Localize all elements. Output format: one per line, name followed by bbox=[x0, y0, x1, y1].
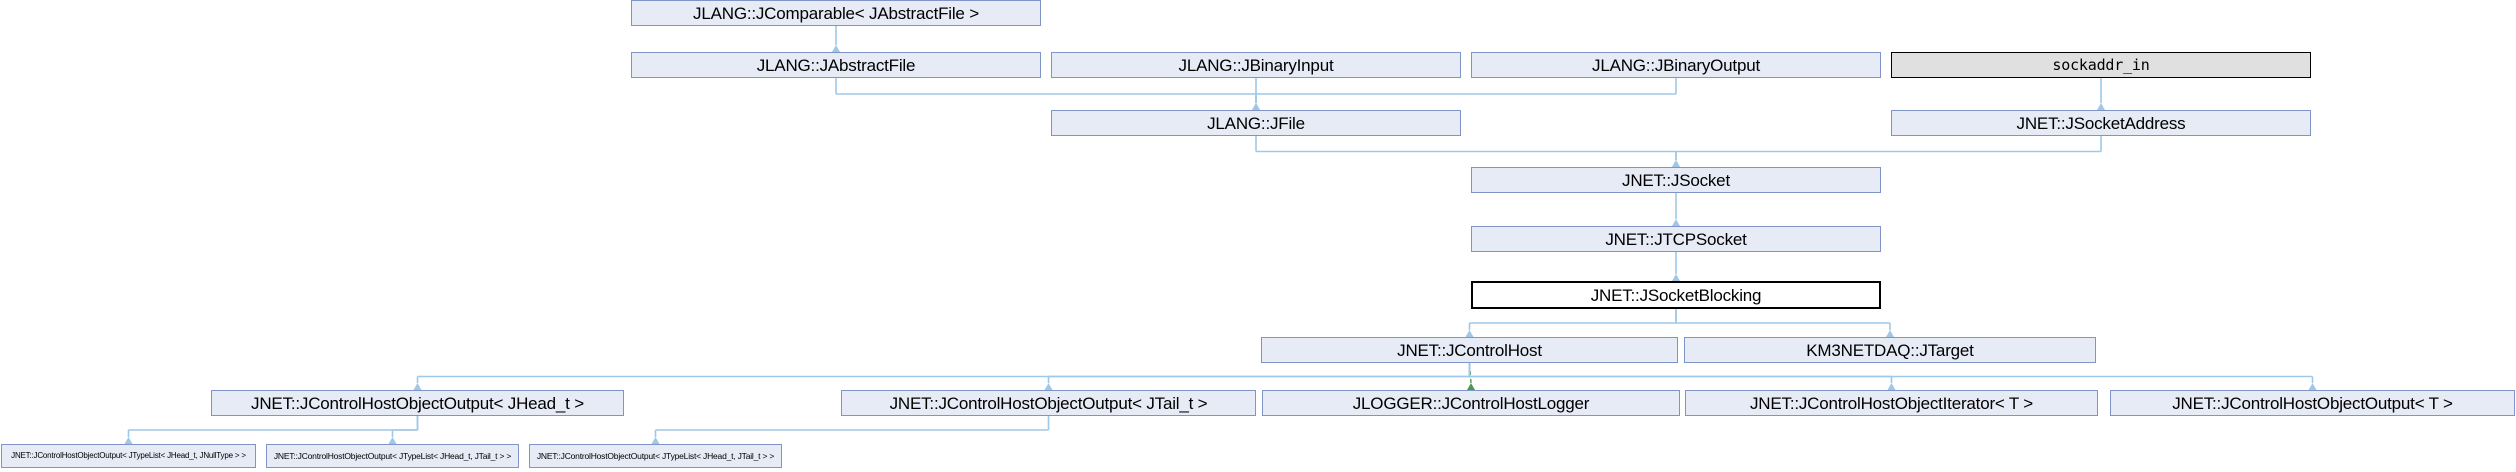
class-node-label: JNET::JControlHostObjectOutput< JTail_t … bbox=[889, 393, 1208, 413]
edge-segment bbox=[1468, 362, 1472, 384]
edge-arrowhead bbox=[1467, 383, 1475, 390]
class-node-jchoo_tl2[interactable]: JNET::JControlHostObjectOutput< JTypeLis… bbox=[529, 444, 782, 468]
edge-arrowhead bbox=[1672, 160, 1680, 167]
edge-arrowhead bbox=[1672, 274, 1680, 281]
class-node-jfile[interactable]: JLANG::JFile bbox=[1051, 110, 1461, 136]
class-node-label: JLANG::JComparable< JAbstractFile > bbox=[693, 3, 979, 23]
edge-arrowhead bbox=[1252, 103, 1260, 110]
class-node-label: JNET::JControlHostObjectOutput< JTypeLis… bbox=[536, 450, 775, 461]
class-node-jbinaryoutput[interactable]: JLANG::JBinaryOutput bbox=[1471, 52, 1881, 78]
class-node-label: JNET::JControlHostObjectOutput< JTypeLis… bbox=[273, 450, 512, 461]
class-node-jsocket[interactable]: JNET::JSocket bbox=[1471, 167, 1881, 193]
class-node-label: JNET::JSocket bbox=[1622, 170, 1730, 190]
edge-arrowhead bbox=[1887, 383, 1896, 390]
class-node-label: JLANG::JAbstractFile bbox=[756, 55, 916, 75]
edge-arrowhead bbox=[413, 383, 422, 390]
class-node-label: JNET::JControlHostObjectIterator< T > bbox=[1750, 393, 2033, 413]
edge-arrowhead bbox=[1252, 103, 1260, 110]
class-node-jabstractfile[interactable]: JLANG::JAbstractFile bbox=[631, 52, 1041, 78]
class-node-label: JLANG::JBinaryInput bbox=[1178, 55, 1334, 75]
edge-arrowhead bbox=[1672, 219, 1680, 226]
edge-arrowhead bbox=[1672, 160, 1680, 167]
class-node-jsocketaddress[interactable]: JNET::JSocketAddress bbox=[1891, 110, 2311, 136]
edge-arrowhead bbox=[832, 45, 840, 52]
class-node-jchoo_null[interactable]: JNET::JControlHostObjectOutput< JTypeLis… bbox=[1, 444, 256, 468]
class-node-label: JNET::JSocketAddress bbox=[2016, 113, 2186, 133]
class-node-label: JNET::JSocketBlocking bbox=[1590, 285, 1762, 305]
class-node-jchlogger[interactable]: JLOGGER::JControlHostLogger bbox=[1262, 390, 1680, 416]
class-node-jchoo_jtail[interactable]: JNET::JControlHostObjectOutput< JTail_t … bbox=[841, 390, 1256, 416]
edge-arrowhead bbox=[124, 437, 133, 444]
edge-arrowhead bbox=[1465, 330, 1474, 337]
edge-arrowhead bbox=[651, 437, 660, 444]
edge-arrowhead bbox=[2308, 383, 2317, 390]
class-node-label: JNET::JTCPSocket bbox=[1605, 229, 1747, 249]
class-node-jbinaryinput[interactable]: JLANG::JBinaryInput bbox=[1051, 52, 1461, 78]
class-node-sockaddr_in[interactable]: sockaddr_in bbox=[1891, 52, 2311, 78]
edge-arrowhead bbox=[1044, 383, 1053, 390]
class-node-label: JNET::JControlHost bbox=[1397, 340, 1542, 360]
edge-arrowhead bbox=[1252, 103, 1260, 110]
class-node-label: JNET::JControlHostObjectOutput< JHead_t … bbox=[251, 393, 584, 413]
class-node-jchoo_jhead[interactable]: JNET::JControlHostObjectOutput< JHead_t … bbox=[211, 390, 624, 416]
class-node-jtcpsocket[interactable]: JNET::JTCPSocket bbox=[1471, 226, 1881, 252]
class-node-jchoo_tl1[interactable]: JNET::JControlHostObjectOutput< JTypeLis… bbox=[266, 444, 519, 468]
class-node-jsocketblocking[interactable]: JNET::JSocketBlocking bbox=[1471, 281, 1881, 309]
class-node-jchoo_t[interactable]: JNET::JControlHostObjectOutput< T > bbox=[2110, 390, 2515, 416]
edge-arrowhead bbox=[1886, 330, 1894, 337]
class-node-jcomparable[interactable]: JLANG::JComparable< JAbstractFile > bbox=[631, 0, 1041, 26]
class-node-jchoi_t[interactable]: JNET::JControlHostObjectIterator< T > bbox=[1685, 390, 2098, 416]
class-node-jcontrolhost[interactable]: JNET::JControlHost bbox=[1261, 337, 1678, 363]
class-node-label: KM3NETDAQ::JTarget bbox=[1806, 340, 1974, 360]
class-node-jtarget[interactable]: KM3NETDAQ::JTarget bbox=[1684, 337, 2096, 363]
class-node-label: JLOGGER::JControlHostLogger bbox=[1352, 393, 1590, 413]
class-node-label: sockaddr_in bbox=[2052, 55, 2150, 74]
edge-arrowhead bbox=[2097, 103, 2105, 110]
edge-arrowhead bbox=[388, 437, 397, 444]
class-node-label: JLANG::JFile bbox=[1207, 113, 1305, 133]
class-node-label: JNET::JControlHostObjectOutput< JTypeLis… bbox=[11, 451, 246, 460]
class-node-label: JNET::JControlHostObjectOutput< T > bbox=[2172, 393, 2453, 413]
class-node-label: JLANG::JBinaryOutput bbox=[1592, 55, 1760, 75]
